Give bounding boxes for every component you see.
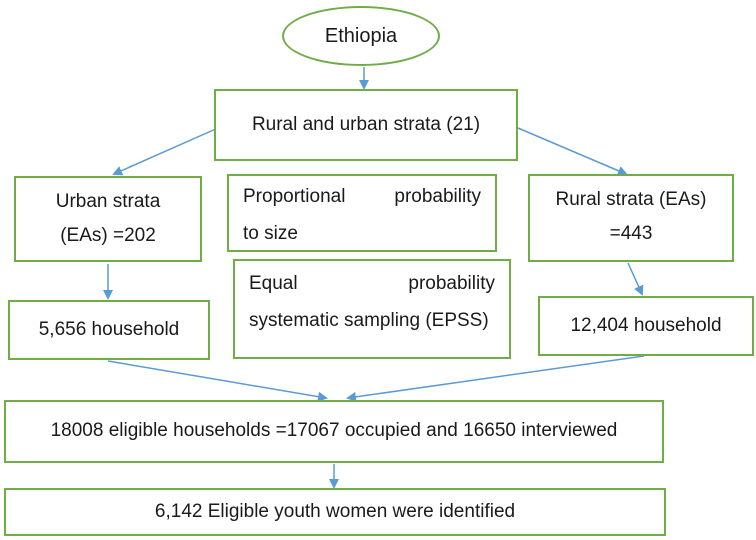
node-rural-strata: Rural strata (EAs) =443 [528,174,734,262]
node-pps: Proportional probability to size [227,174,497,252]
urban-strata-line1: Urban strata [55,191,161,212]
node-rural-household: 12,404 household [538,296,754,356]
node-eligible-women: 6,142 Eligible youth women were identifi… [4,488,666,536]
node-epss: Equal probability systematic sampling (E… [233,259,511,359]
arrow-strata-to-rural [517,127,628,176]
node-urban-strata: Urban strata (EAs) =202 [14,176,202,262]
epss-word2: probability [408,273,495,294]
epss-word1: Equal [249,273,298,294]
rural-strata-line2: =443 [609,223,653,244]
rural-household-label: 12,404 household [570,314,722,336]
node-ethiopia-label: Ethiopia [324,24,398,47]
node-strata: Rural and urban strata (21) [214,89,518,161]
urban-household-label: 5,656 household [38,318,180,340]
rural-strata-line1: Rural strata (EAs) [555,189,707,210]
node-eligible-households: 18008 eligible households =17067 occupie… [4,400,664,463]
eligible-women-label: 6,142 Eligible youth women were identifi… [154,500,516,522]
epss-line2: systematic sampling (EPSS) [249,309,489,331]
arrow-strata-to-urban [112,127,219,176]
arrow-rural-to-household [627,262,644,296]
urban-strata-line2: (EAs) =202 [60,225,156,246]
pps-word2: probability [394,186,481,207]
pps-word1: Proportional [243,186,346,207]
pps-line2: to size [243,222,298,244]
arrow-urban-household-to-eligible [107,360,328,402]
eligible-households-label: 18008 eligible households =17067 occupie… [50,420,618,442]
node-urban-household: 5,656 household [8,300,210,360]
arrow-rural-household-to-eligible [346,355,645,402]
node-strata-label: Rural and urban strata (21) [251,113,481,135]
node-ethiopia: Ethiopia [282,6,440,66]
